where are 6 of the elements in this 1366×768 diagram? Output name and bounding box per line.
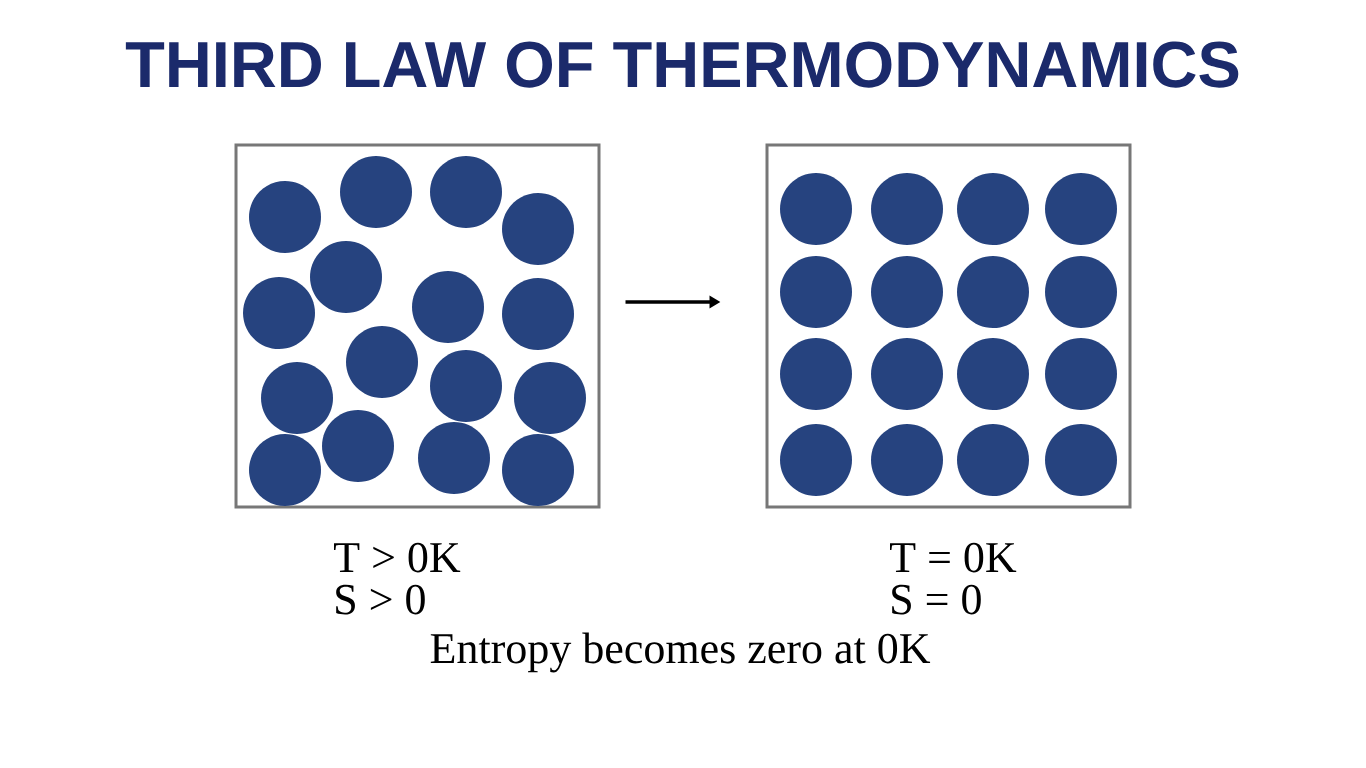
title: THIRD LAW OF THERMODYNAMICS <box>125 41 1239 88</box>
condition-label: T > 0K <box>334 542 461 573</box>
condition-label: S > 0 <box>336 584 425 615</box>
condition-label: T = 0K <box>890 542 1017 573</box>
condition-label: S = 0 <box>892 584 981 615</box>
caption: Entropy becomes zero at 0K <box>430 632 931 673</box>
